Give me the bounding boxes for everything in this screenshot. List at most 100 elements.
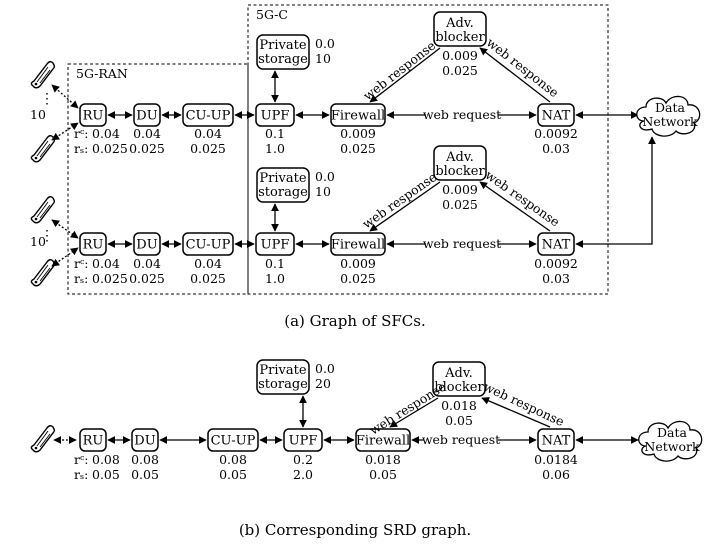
svg-text:DU: DU xyxy=(136,238,157,253)
svg-text:Network: Network xyxy=(642,114,698,129)
edge-label-request: web request xyxy=(422,432,500,447)
svg-text:0.025: 0.025 xyxy=(190,141,226,156)
node-upf xyxy=(255,103,295,127)
svg-text:rₛ:: rₛ: xyxy=(74,271,88,286)
edge-label-response: web response xyxy=(359,169,439,231)
svg-text:0.0092: 0.0092 xyxy=(534,126,578,141)
node-private-storage xyxy=(256,359,310,395)
svg-text:RU: RU xyxy=(83,434,104,449)
svg-text:UPF: UPF xyxy=(289,434,318,449)
svg-text:0.1: 0.1 xyxy=(265,256,285,271)
svg-text:RU: RU xyxy=(83,109,104,124)
node-adv-blocker xyxy=(432,361,486,397)
node-firewall xyxy=(330,232,386,256)
svg-text:0.08: 0.08 xyxy=(92,452,120,467)
edge-label-response: web response xyxy=(483,167,563,229)
svg-text:0.05: 0.05 xyxy=(219,467,247,482)
region-label-ran: 5G-RAN xyxy=(76,66,128,81)
ue-count: 10 xyxy=(30,234,46,249)
node-du xyxy=(133,232,161,256)
phone-icon xyxy=(30,61,56,89)
node-upf xyxy=(283,428,323,452)
svg-text:0.025: 0.025 xyxy=(190,271,226,286)
svg-text:blocker: blocker xyxy=(435,30,485,45)
node-du xyxy=(131,428,159,452)
ue-dots: ⋮ xyxy=(40,228,54,244)
svg-text:0.025: 0.025 xyxy=(340,141,376,156)
svg-text:DU: DU xyxy=(134,434,155,449)
phone-icon xyxy=(30,425,56,453)
node-cu-up xyxy=(182,103,234,127)
svg-text:Adv.: Adv. xyxy=(445,150,474,165)
svg-text:0.025: 0.025 xyxy=(92,141,128,156)
svg-text:0.04: 0.04 xyxy=(194,126,222,141)
svg-text:0.018: 0.018 xyxy=(365,452,401,467)
svg-text:UPF: UPF xyxy=(261,109,290,124)
svg-text:0.2: 0.2 xyxy=(293,452,313,467)
node-cu-up xyxy=(182,232,234,256)
ue-dots: ⋮ xyxy=(40,91,54,107)
edge-label-response: web response xyxy=(481,379,566,429)
node-cu-up xyxy=(207,428,259,452)
svg-text:0.08: 0.08 xyxy=(219,452,247,467)
svg-text:20: 20 xyxy=(315,376,331,391)
svg-text:Firewall: Firewall xyxy=(331,238,385,253)
node-nat xyxy=(537,232,575,256)
svg-text:Private: Private xyxy=(259,363,306,378)
svg-text:Data: Data xyxy=(655,100,685,115)
svg-text:1.0: 1.0 xyxy=(265,141,285,156)
svg-text:0.04: 0.04 xyxy=(92,256,120,271)
svg-text:DU: DU xyxy=(136,109,157,124)
svg-text:rₛ:: rₛ: xyxy=(74,141,88,156)
svg-text:RU: RU xyxy=(83,238,104,253)
svg-text:0.025: 0.025 xyxy=(442,63,478,78)
svg-text:0.025: 0.025 xyxy=(129,271,165,286)
region-label-core: 5G-C xyxy=(256,7,288,22)
svg-text:0.08: 0.08 xyxy=(131,452,159,467)
edge-label-response: web response xyxy=(484,35,562,101)
svg-text:Network: Network xyxy=(644,439,700,454)
svg-text:NAT: NAT xyxy=(542,109,571,124)
edge-label-request: web request xyxy=(423,236,501,251)
svg-text:0.009: 0.009 xyxy=(442,182,478,197)
svg-text:1.0: 1.0 xyxy=(265,271,285,286)
svg-text:0.05: 0.05 xyxy=(445,413,473,428)
svg-text:0.04: 0.04 xyxy=(133,256,161,271)
svg-text:CU-UP: CU-UP xyxy=(186,109,231,124)
svg-text:storage: storage xyxy=(258,185,308,200)
svg-text:0.04: 0.04 xyxy=(92,126,120,141)
node-ru xyxy=(79,428,107,452)
svg-text:Adv.: Adv. xyxy=(444,366,473,381)
node-private-storage xyxy=(256,167,310,203)
svg-text:0.0092: 0.0092 xyxy=(534,256,578,271)
node-nat xyxy=(537,103,575,127)
svg-text:storage: storage xyxy=(258,52,308,67)
svg-text:0.009: 0.009 xyxy=(340,256,376,271)
caption-b: (b) Corresponding SRD graph. xyxy=(239,521,471,539)
svg-text:rᶜ:: rᶜ: xyxy=(74,126,89,141)
svg-text:rₛ:: rₛ: xyxy=(74,467,88,482)
svg-text:0.05: 0.05 xyxy=(369,467,397,482)
caption-a: (a) Graph of SFCs. xyxy=(284,312,426,330)
svg-text:0.025: 0.025 xyxy=(129,141,165,156)
svg-text:storage: storage xyxy=(258,377,308,392)
node-firewall xyxy=(330,103,386,127)
node-du xyxy=(133,103,161,127)
svg-text:0.04: 0.04 xyxy=(133,126,161,141)
node-firewall xyxy=(355,428,411,452)
svg-text:0.1: 0.1 xyxy=(265,126,285,141)
svg-text:CU-UP: CU-UP xyxy=(211,434,256,449)
node-adv-blocker xyxy=(433,11,487,47)
svg-text:0.06: 0.06 xyxy=(542,467,570,482)
svg-text:0.05: 0.05 xyxy=(92,467,120,482)
svg-text:10: 10 xyxy=(315,184,331,199)
svg-text:0.05: 0.05 xyxy=(131,467,159,482)
svg-text:CU-UP: CU-UP xyxy=(186,238,231,253)
svg-text:Firewall: Firewall xyxy=(356,434,410,449)
edge-label-response: web response xyxy=(367,379,449,438)
svg-text:rᶜ:: rᶜ: xyxy=(74,256,89,271)
svg-text:NAT: NAT xyxy=(542,238,571,253)
svg-text:0.04: 0.04 xyxy=(194,256,222,271)
svg-text:Private: Private xyxy=(259,38,306,53)
